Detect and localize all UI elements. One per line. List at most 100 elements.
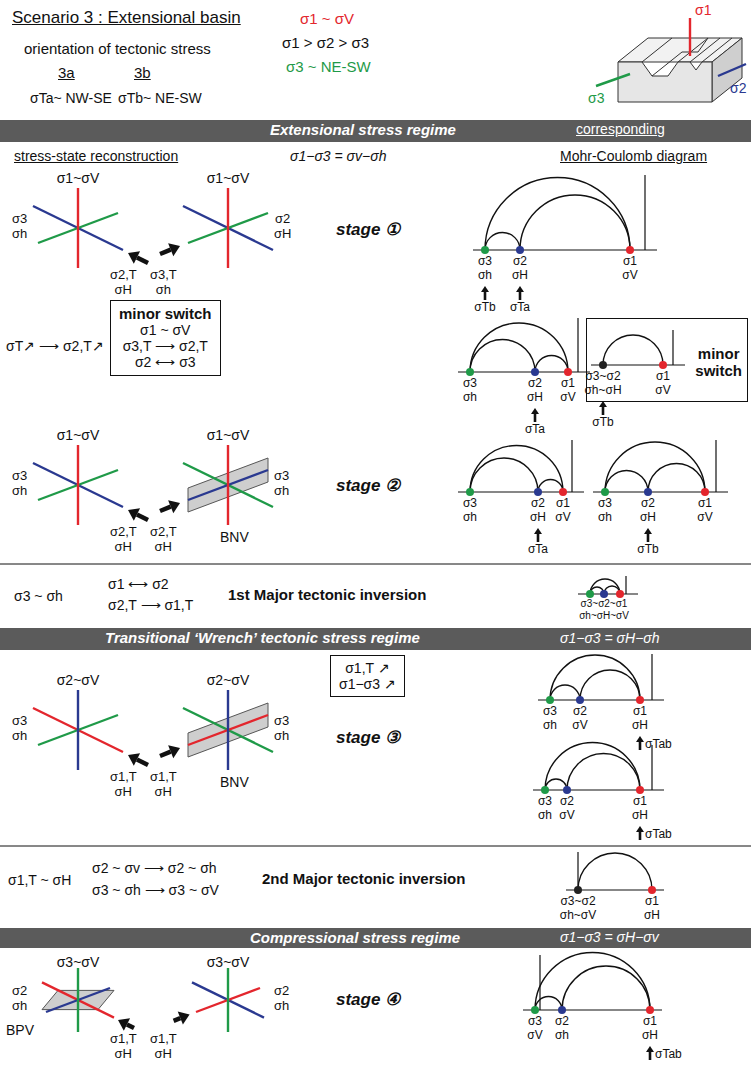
stress-point bbox=[466, 488, 474, 496]
stress-label: σ1 > σ2 > σ3 bbox=[282, 34, 369, 51]
stress-point bbox=[636, 696, 644, 704]
tectonic-arrow-shaft bbox=[137, 759, 148, 765]
stress-arrow-head bbox=[516, 286, 524, 292]
stress-label: σT↗ ⟶ σ2,T↗ bbox=[6, 338, 104, 354]
axis-line bbox=[77, 188, 79, 268]
stress-label: σTab bbox=[645, 738, 672, 752]
stress-label: stage ① bbox=[336, 220, 400, 240]
mohr-diagram bbox=[538, 654, 664, 750]
stress-label: σ3 σV bbox=[527, 1015, 542, 1043]
tectonic-arrow-head bbox=[128, 753, 140, 766]
stress-point bbox=[701, 488, 709, 496]
mohr-diagram bbox=[458, 440, 584, 542]
stress-label: σ2 ~ σv ⟶ σ2 ~ σh bbox=[92, 860, 217, 876]
tectonic-arrow-shaft bbox=[160, 507, 171, 511]
tectonic-arrow-shaft bbox=[127, 1024, 134, 1028]
mohr-circle bbox=[520, 195, 630, 250]
shear-stress-axis bbox=[571, 440, 572, 492]
axis-line bbox=[77, 968, 79, 1032]
axis-line bbox=[227, 690, 229, 770]
stress-point bbox=[558, 1006, 566, 1014]
regime-band: Transitional ‘Wrench’ tectonic stress re… bbox=[0, 628, 751, 650]
stress-arrow-shaft bbox=[519, 292, 522, 300]
mohr-diagram bbox=[593, 440, 728, 542]
mohr-circle bbox=[580, 670, 640, 700]
mohr-circle bbox=[605, 442, 705, 492]
stress-arrow-shaft bbox=[602, 407, 605, 415]
stress-label: σ3 ~ σh ⟶ σ3 ~ σV bbox=[92, 882, 219, 898]
stress-arrow-shaft bbox=[534, 414, 537, 422]
stress-label: σ2,T σH bbox=[150, 525, 177, 555]
mohr-diagram bbox=[473, 175, 657, 300]
stress-label: σ1 ⟷ σ2 bbox=[108, 576, 169, 592]
mohr-circle bbox=[470, 458, 538, 492]
stress-label: σ2~σV bbox=[57, 672, 100, 688]
stress-label: σ1 σH bbox=[632, 795, 648, 823]
stress-point bbox=[600, 590, 608, 598]
stress-point bbox=[531, 1006, 539, 1014]
stress-label: 1st Major tectonic inversion bbox=[228, 586, 426, 603]
stress-point bbox=[531, 368, 539, 376]
stress-label: σ1−σ3 = σv−σh bbox=[290, 148, 386, 164]
node-text: Compressional stress regime bbox=[250, 929, 460, 946]
mohr-circle bbox=[567, 754, 640, 791]
stress-label: 2nd Major tectonic inversion bbox=[262, 870, 465, 887]
tectonic-arrow-head bbox=[128, 251, 140, 264]
stress-label: 3b bbox=[134, 64, 151, 81]
sigma3-line bbox=[596, 74, 630, 86]
mohr-circle bbox=[562, 966, 650, 1010]
mohr-diagram bbox=[458, 318, 590, 422]
stress-label: σTb bbox=[637, 543, 658, 557]
stress-label: σTa bbox=[510, 301, 530, 315]
regime-band: Compressional stress regime σ1−σ3 = σH−σv bbox=[0, 928, 751, 948]
axis-line bbox=[77, 690, 79, 770]
mohr-circle bbox=[603, 335, 663, 365]
stress-point bbox=[586, 590, 594, 598]
stress-label: σ3 σh bbox=[274, 714, 289, 744]
sigma1-line bbox=[689, 18, 691, 56]
stress-label: σ1,T ~ σH bbox=[8, 872, 71, 888]
shear-stress-axis bbox=[651, 745, 652, 790]
mohr-diagram bbox=[578, 576, 638, 598]
stress-point bbox=[559, 488, 567, 496]
node-text: σ3,T ⟶ σ2,T bbox=[123, 338, 208, 354]
node-text: σ1 ~ σV bbox=[140, 322, 190, 338]
stress-axes bbox=[33, 188, 148, 268]
stress-label: stage ② bbox=[336, 476, 400, 496]
stress-arrow-shaft bbox=[649, 1052, 652, 1060]
mohr-diagram bbox=[533, 743, 664, 840]
shear-stress-axis bbox=[651, 654, 652, 700]
stress-label: σ2 σH bbox=[274, 212, 291, 242]
stress-arrow-shaft bbox=[484, 292, 487, 300]
mohr-circle bbox=[470, 323, 568, 372]
tectonic-arrow-head bbox=[168, 243, 180, 256]
stress-label: σ1 σV bbox=[622, 255, 637, 283]
stress-label: σ2 bbox=[730, 80, 746, 96]
stress-arrow-head bbox=[644, 528, 652, 534]
node-text: σ1−σ3 ↗ bbox=[339, 676, 396, 692]
stress-label: stage ③ bbox=[336, 728, 400, 748]
axis-line bbox=[227, 968, 229, 1032]
stress-label: σ2~σV bbox=[207, 672, 250, 688]
node-text: σ1−σ3 = σH−σv bbox=[560, 929, 659, 945]
stress-label: σ2 σh bbox=[12, 984, 27, 1014]
stress-point bbox=[626, 246, 634, 254]
stress-point bbox=[599, 361, 607, 369]
mohr-circle bbox=[535, 996, 562, 1010]
mohr-circle bbox=[535, 952, 650, 1010]
stress-label: σ1 σV bbox=[697, 497, 712, 525]
stress-label: σ2,T σH bbox=[110, 268, 137, 298]
stress-point bbox=[534, 488, 542, 496]
tectonic-arrow-head bbox=[168, 500, 180, 513]
stress-label: 3a bbox=[58, 64, 75, 81]
stress-label: σTb bbox=[474, 301, 495, 315]
stress-label: σ3~σV bbox=[207, 954, 250, 970]
stress-label: σ1,T σH bbox=[150, 1032, 177, 1062]
stress-label: σ3 σh bbox=[538, 795, 552, 823]
stress-label: σ3 σh bbox=[543, 705, 557, 733]
node-text: corresponding bbox=[576, 121, 665, 137]
node-text: minor switch bbox=[695, 345, 742, 380]
stress-label: σ1 σH bbox=[632, 705, 648, 733]
stress-label: BNV bbox=[220, 529, 249, 545]
axis-line bbox=[77, 445, 79, 525]
